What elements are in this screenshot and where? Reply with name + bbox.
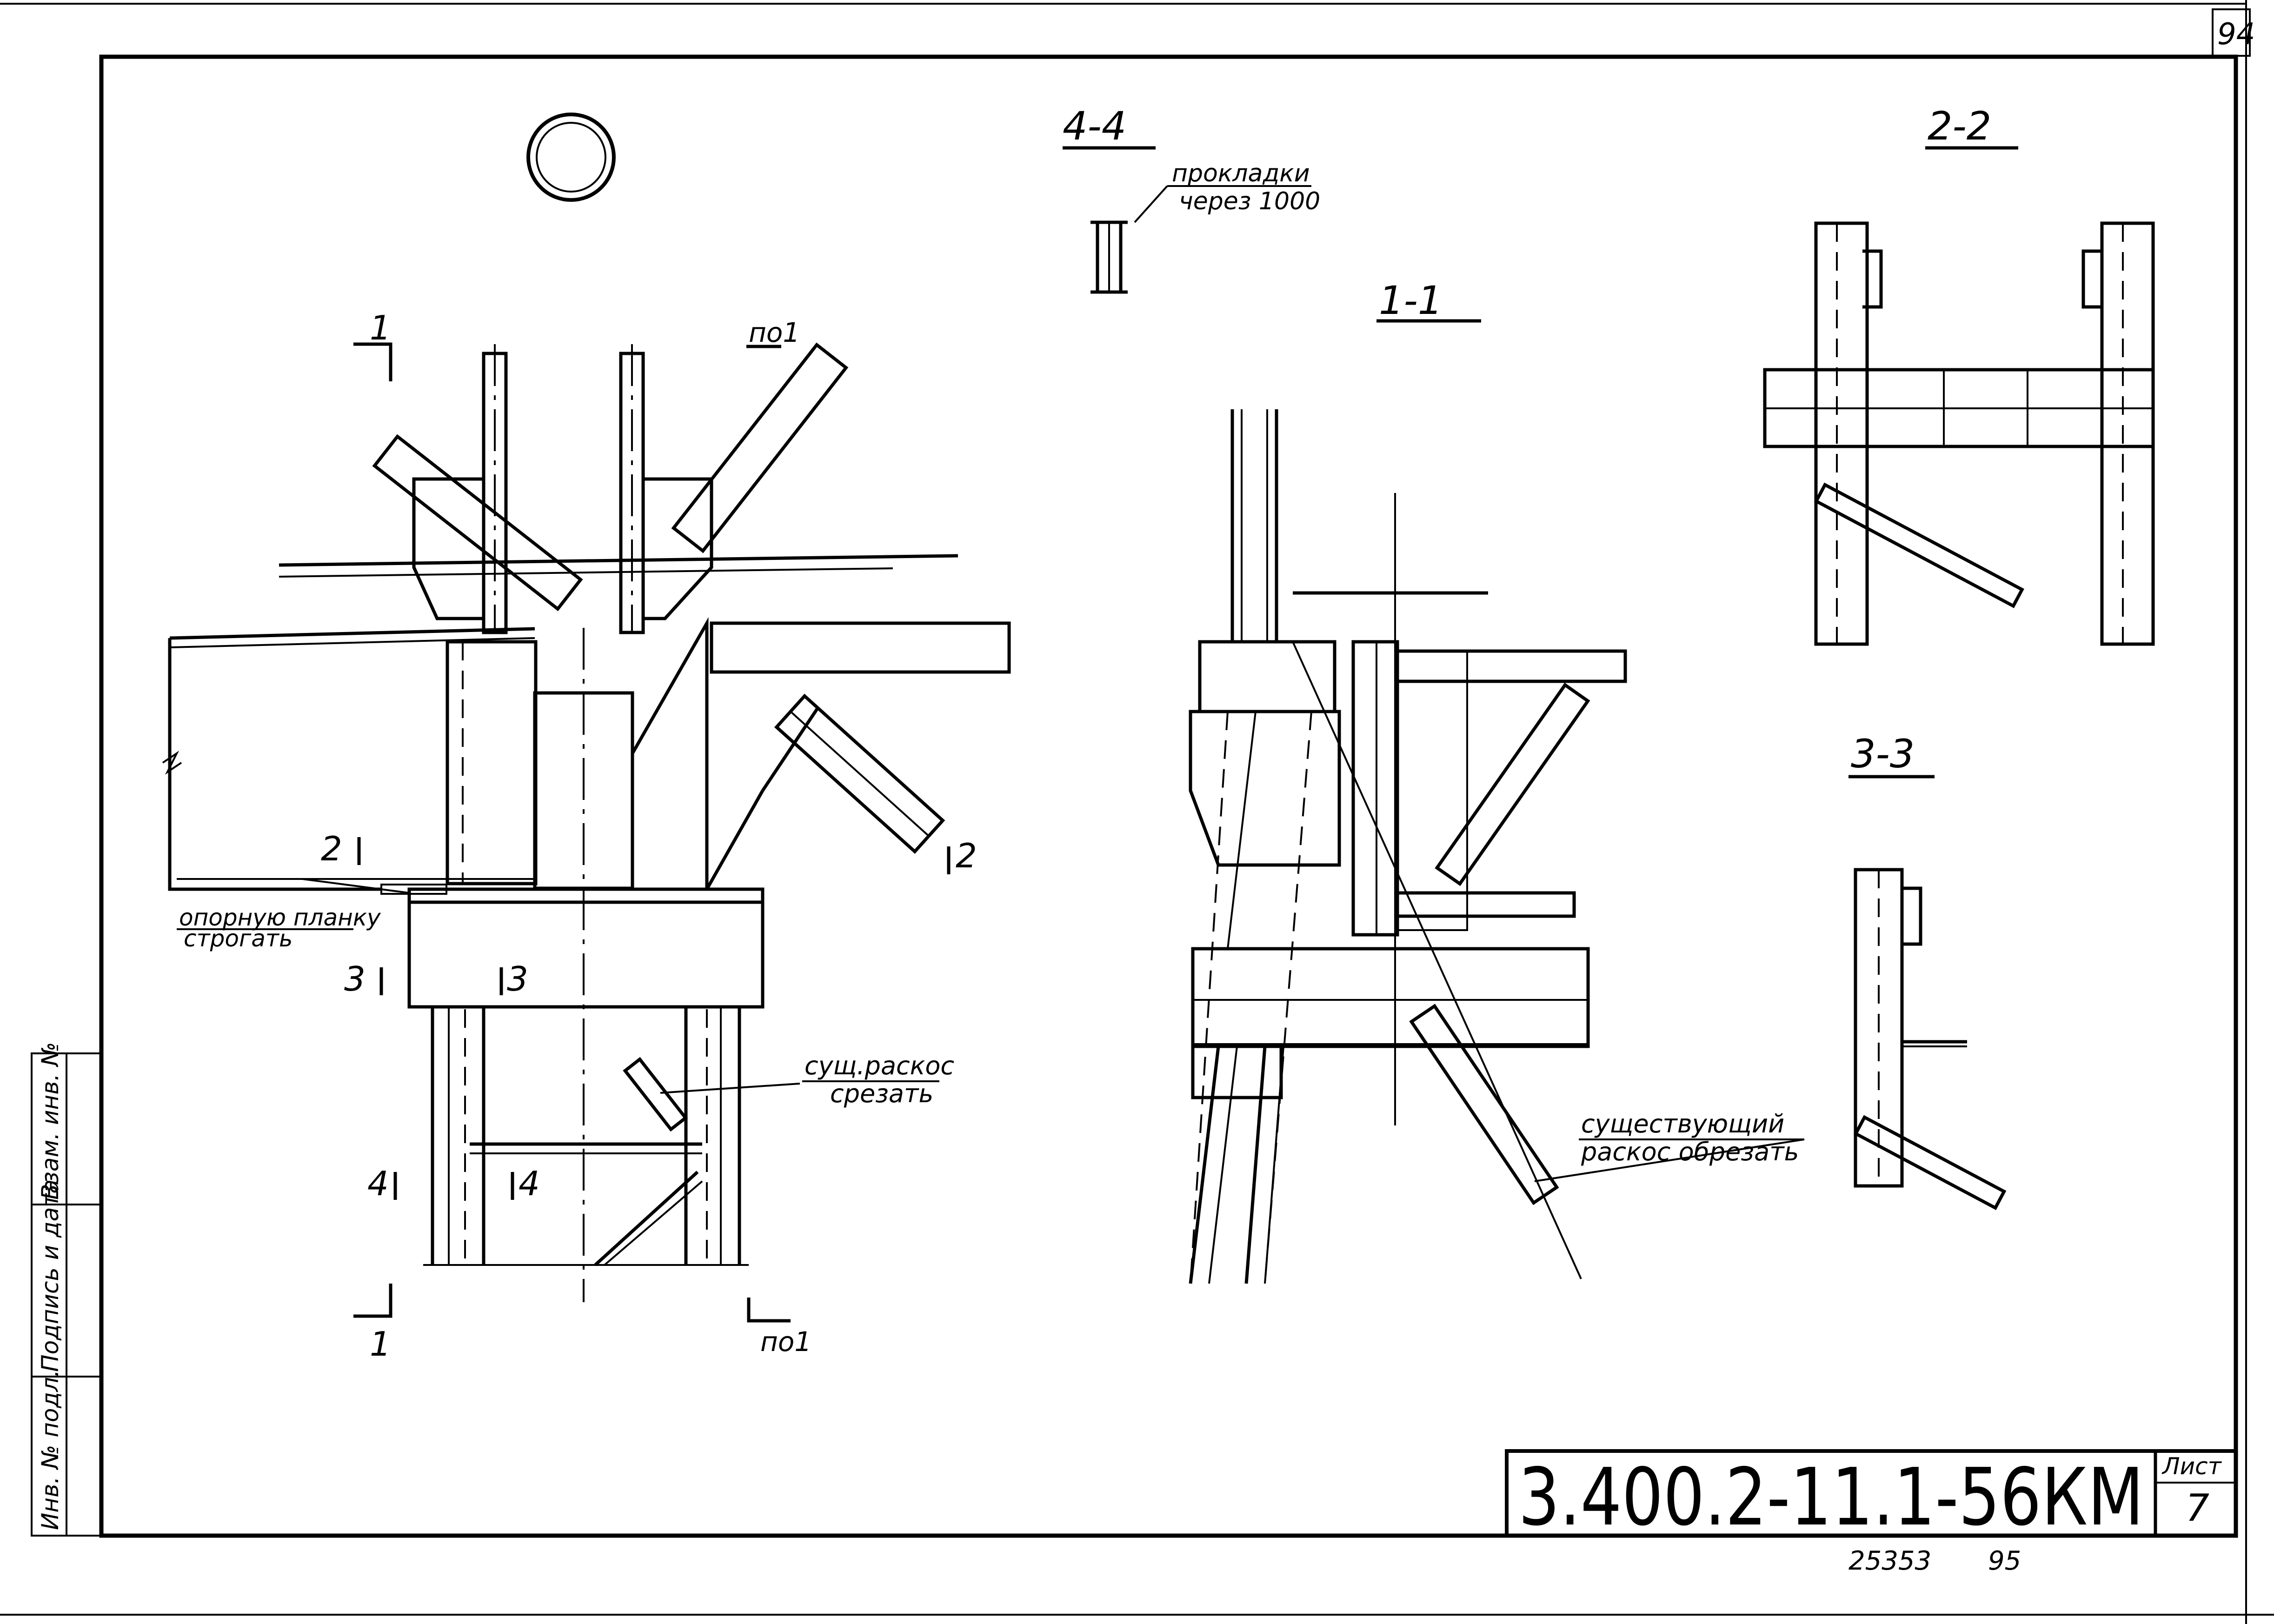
note-brace-cut-line2: срезать (830, 1079, 933, 1108)
note-pads-line2: через 1000 (1179, 187, 1320, 215)
node-7-main-view (162, 113, 1011, 1323)
page-number: 94 (2217, 17, 2255, 52)
cut-mark-3-left: 3 (344, 959, 366, 998)
section-2-2 (1763, 146, 2155, 646)
section-4-4 (1063, 146, 1311, 294)
cut-mark-2-right: 2 (956, 836, 977, 875)
section-3-3 (1848, 775, 2007, 1211)
cut-mark-4-left: 4 (367, 1164, 389, 1203)
cut-mark-1-top: 1 (370, 308, 391, 347)
note-support-plate-line1: опорную планку (179, 904, 381, 931)
stamp-inv-podl: Инв. № подл. (37, 1370, 64, 1530)
title-block (1505, 1449, 2238, 1537)
stamp-podpis-data: Подпись и дата (37, 1179, 64, 1372)
section-4-4-title: 4-4 (1063, 103, 1126, 149)
cut-mark-4-right: 4 (519, 1164, 540, 1203)
section-1-1 (1189, 319, 1805, 1284)
cut-mark-po1-top: по1 (749, 317, 800, 348)
note-existing-brace-line2: раскос обрезать (1581, 1137, 1799, 1166)
cut-mark-2-left: 2 (321, 829, 342, 868)
cut-mark-1-bottom: 1 (370, 1324, 391, 1364)
stamp-vzam-inv: Взам. инв. № (37, 1042, 64, 1200)
note-pads-line1: прокладки (1172, 160, 1310, 187)
section-3-3-title: 3-3 (1851, 731, 1915, 777)
drawing-code: 3.400.2-11.1-56КМ (1518, 1451, 2144, 1544)
sheet-number: 7 (2186, 1486, 2209, 1530)
section-2-2-title: 2-2 (1928, 103, 1991, 149)
section-1-1-title: 1-1 (1379, 278, 1443, 323)
note-brace-cut-line1: сущ.раскос (805, 1051, 954, 1080)
cut-mark-3-right: 3 (507, 959, 528, 998)
order-number: 25353 (1848, 1546, 1931, 1576)
cut-mark-po1-bottom: по1 (760, 1326, 811, 1358)
format-number: 95 (1988, 1546, 2021, 1576)
sheet-label: Лист (2161, 1453, 2222, 1480)
note-existing-brace-line1: существующий (1581, 1109, 1784, 1138)
side-stamp (31, 1052, 102, 1537)
